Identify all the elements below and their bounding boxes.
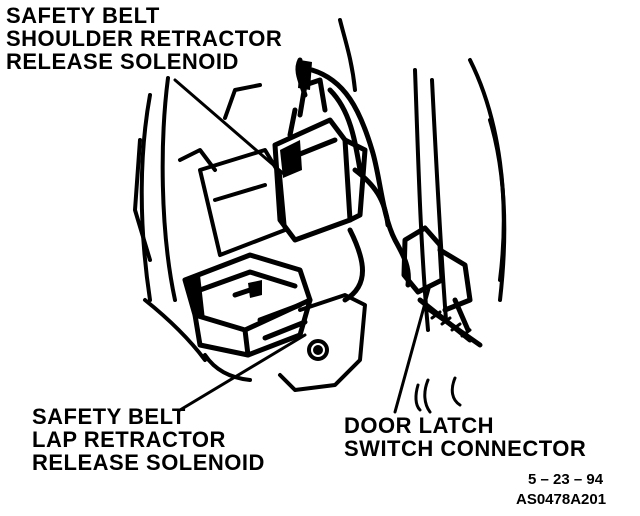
label-line: LAP RETRACTOR — [32, 427, 226, 452]
leader-lines — [173, 78, 432, 414]
label-line: DOOR LATCH — [344, 413, 495, 438]
figure-id: AS0478A201 — [516, 491, 607, 508]
connector-hatching — [430, 310, 472, 338]
pillar-trim-outline — [133, 76, 217, 362]
label-line: SHOULDER RETRACTOR — [6, 26, 283, 51]
back-panel — [198, 83, 287, 257]
date-code: 5 – 23 – 94 — [528, 471, 604, 488]
label-line: RELEASE SOLENOID — [6, 49, 239, 74]
door-panel-details — [414, 376, 462, 414]
label-line: SAFETY BELT — [6, 3, 160, 28]
shoulder-solenoid-shading — [280, 60, 312, 178]
lap-solenoid-shading — [185, 275, 262, 320]
label-line: SAFETY BELT — [32, 404, 186, 429]
lap-solenoid-body — [182, 252, 313, 358]
shoulder-solenoid-label: SAFETY BELT SHOULDER RETRACTOR RELEASE S… — [6, 4, 282, 73]
shoulder-solenoid-body — [272, 57, 368, 243]
door-frame — [338, 18, 507, 332]
mounting-bracket — [203, 293, 367, 392]
door-latch-connector — [401, 225, 483, 348]
lap-solenoid-label: SAFETY BELT LAP RETRACTOR RELEASE SOLENO… — [32, 405, 265, 474]
door-latch-label: DOOR LATCH SWITCH CONNECTOR — [344, 414, 586, 460]
label-line: SWITCH CONNECTOR — [344, 436, 587, 461]
label-line: RELEASE SOLENOID — [32, 450, 265, 475]
